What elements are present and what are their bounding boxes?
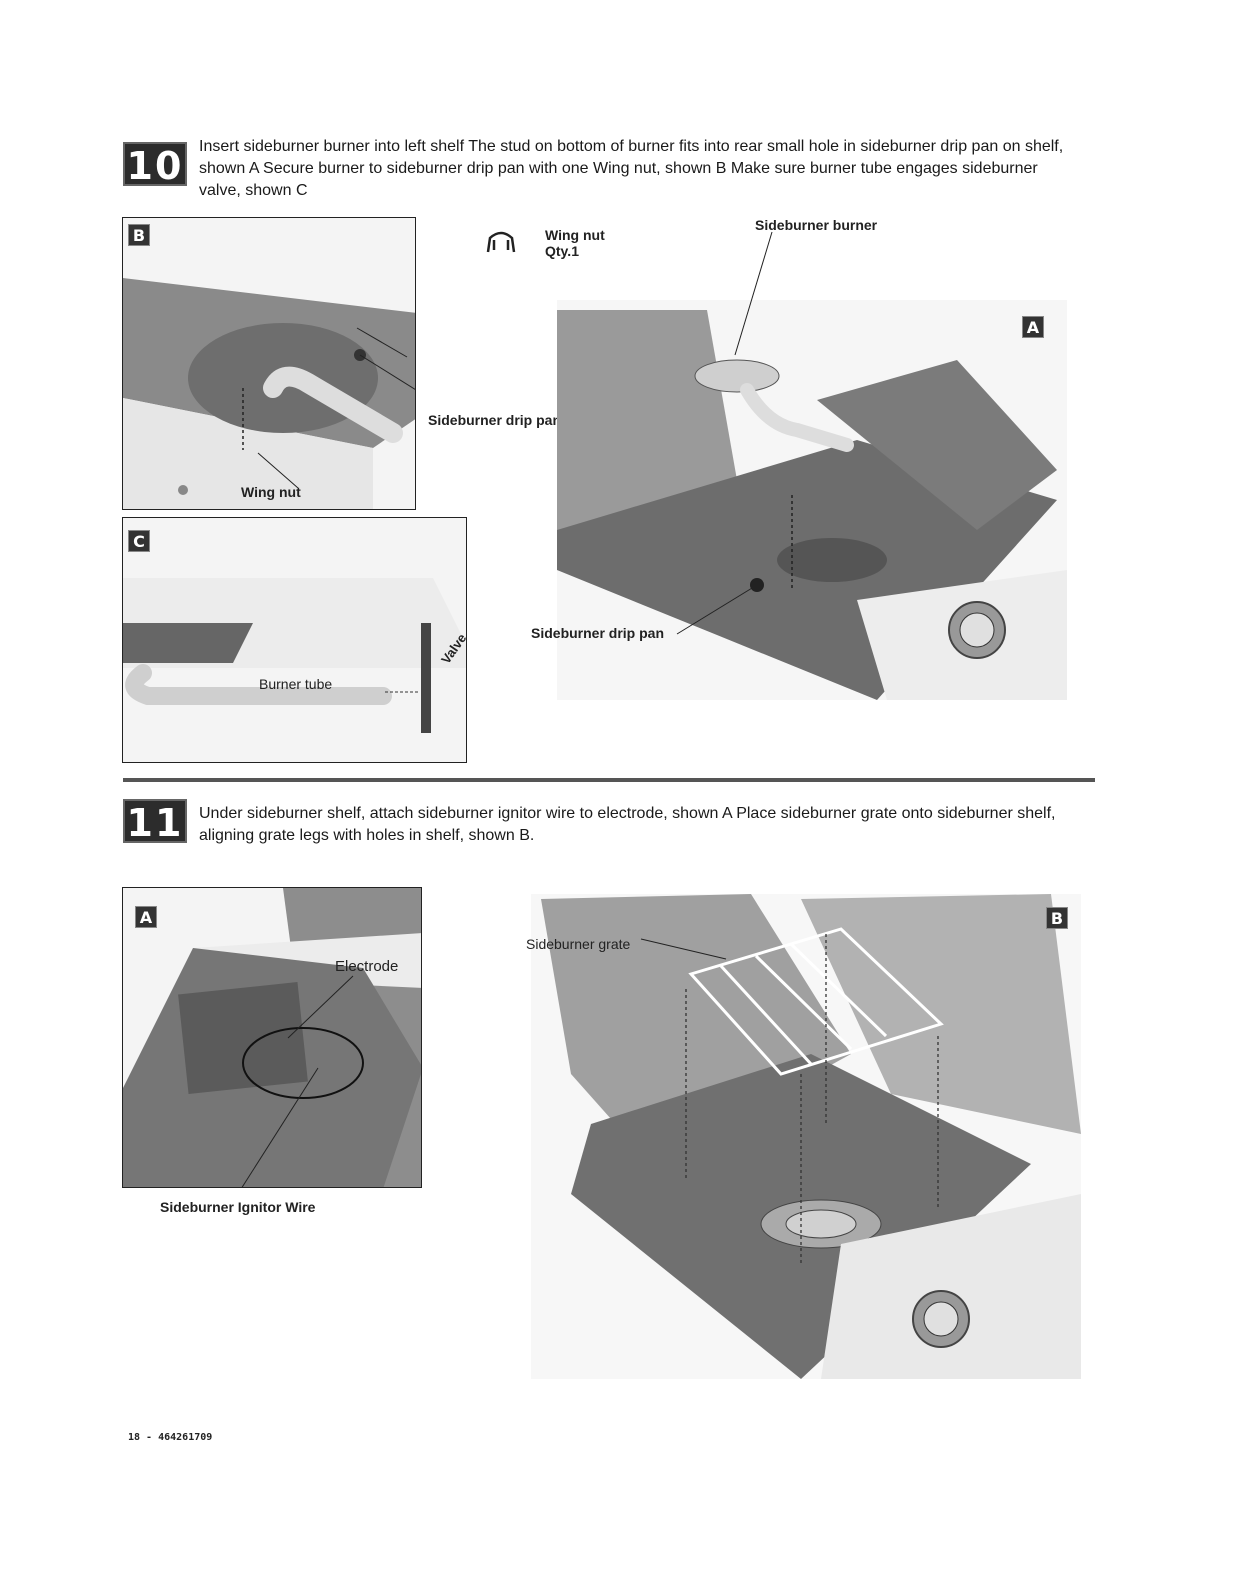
hardware-wing-nut-qty: Qty.1 bbox=[545, 243, 579, 259]
panel-letter-a-step11: A bbox=[135, 906, 157, 928]
step-10-instruction: Insert sideburner burner into left shelf… bbox=[199, 138, 1064, 199]
label-sideburner-drip-pan-a: Sideburner drip pan bbox=[531, 625, 665, 641]
step11-panel-b-illustration bbox=[531, 894, 1081, 1379]
step11-panel-a: A Electrode bbox=[122, 887, 422, 1188]
label-sideburner-burner: Sideburner burner bbox=[755, 217, 878, 233]
panel-a-illustration bbox=[356, 231, 1067, 700]
wing-nut-icon bbox=[486, 231, 516, 253]
label-sideburner-drip-pan-b: Sideburner drip pan bbox=[428, 412, 562, 428]
panel-letter-c: C bbox=[128, 530, 150, 552]
step-11-badge: 11 bbox=[123, 799, 187, 845]
panel-c-illustration bbox=[123, 578, 466, 733]
step11-panel-a-illustration bbox=[123, 888, 421, 1187]
label-wing-nut-b: Wing nut bbox=[241, 484, 301, 500]
step-divider bbox=[123, 778, 1095, 782]
label-burner-tube: Burner tube bbox=[259, 676, 333, 692]
step10-panel-c: C Burner tube Valve bbox=[122, 517, 467, 763]
panel-letter-b-step11: B bbox=[1046, 907, 1068, 929]
panel-letter-b: B bbox=[128, 224, 150, 246]
page-reference: 18 - 464261709 bbox=[128, 1432, 213, 1443]
step-11-instruction: Under sideburner shelf, attach sideburne… bbox=[199, 805, 1056, 844]
hardware-wing-nut-name: Wing nut bbox=[545, 227, 605, 243]
label-electrode: Electrode bbox=[335, 958, 399, 975]
step-10-badge: 10 bbox=[123, 142, 187, 188]
label-sideburner-ignitor-wire: Sideburner Ignitor Wire bbox=[160, 1199, 316, 1215]
step10-panel-b: B Wing nut bbox=[122, 217, 416, 510]
label-sideburner-grate: Sideburner grate bbox=[526, 936, 631, 952]
panel-b-illustration bbox=[123, 278, 415, 509]
panel-letter-a-step10: A bbox=[1022, 316, 1044, 338]
